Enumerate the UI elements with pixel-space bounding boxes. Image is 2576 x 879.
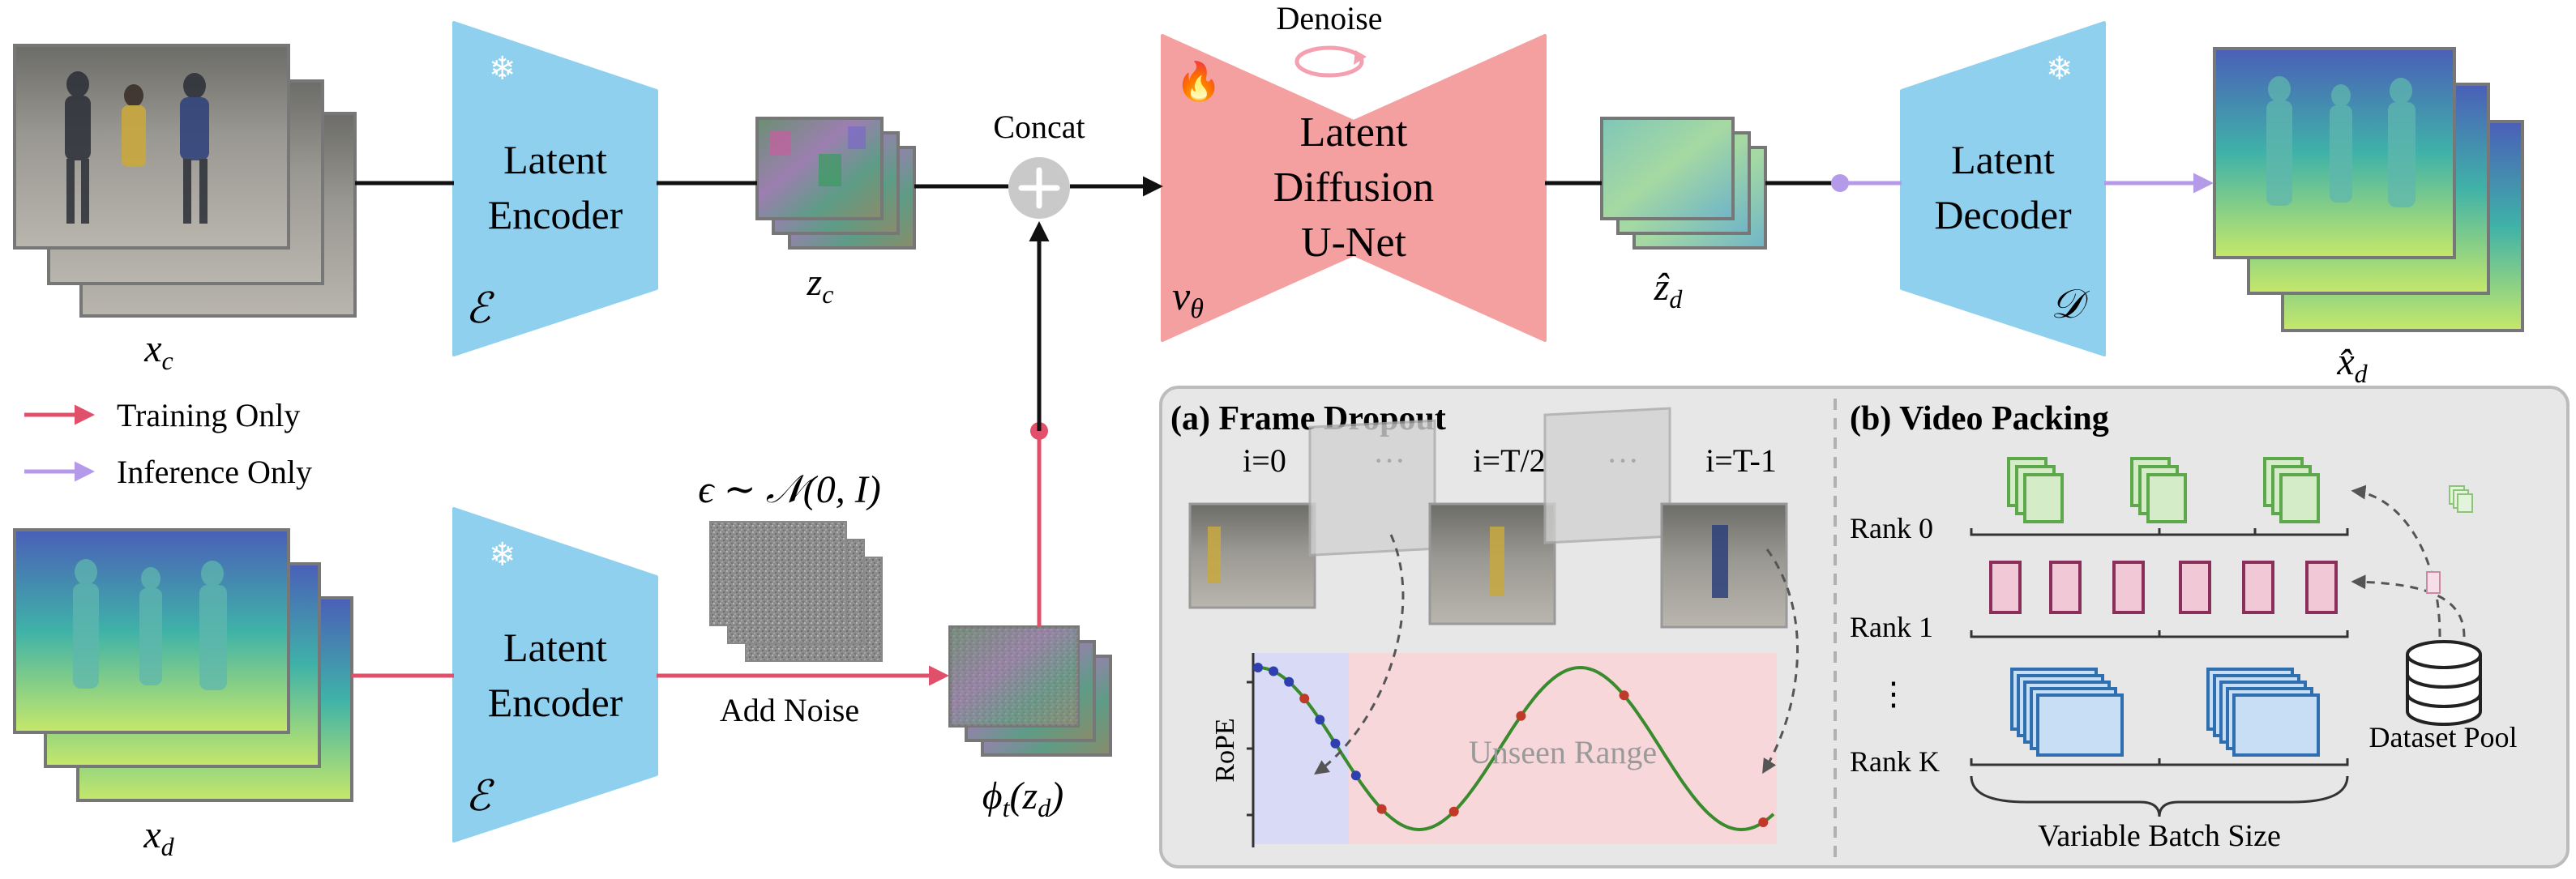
snowflake-icon: ❄	[489, 536, 516, 573]
rope-sample-dot	[1448, 806, 1459, 817]
decoder-line1: Latent	[1951, 137, 2055, 182]
legend-training: Training Only	[117, 397, 300, 433]
dropout-arrow-right	[1762, 548, 1799, 774]
denoise-loop-icon	[1294, 45, 1367, 78]
seen-range-region	[1253, 653, 1349, 844]
latent-zc-stack	[755, 117, 916, 250]
output-depth-stack	[2213, 47, 2524, 332]
depth-video-stack	[13, 528, 353, 802]
unet-line1: Latent	[1300, 109, 1408, 156]
phi-label: ϕt(zd)	[982, 774, 1063, 822]
encoder-bottom-line1: Latent	[503, 625, 607, 670]
rank-labels: Rank 0 Rank 1 ⋮ Rank K	[1850, 512, 1940, 778]
batch-brace	[1970, 775, 2349, 817]
rope-sample-dot	[1299, 693, 1310, 704]
rank-0-batches	[1970, 457, 2349, 536]
rope-sample-dot	[1315, 715, 1325, 725]
input-video-stack	[13, 44, 357, 318]
latent-encoder-bottom: ❄ Latent Encoder ℰ	[452, 507, 658, 843]
database-icon	[2406, 640, 2482, 726]
rank-label-0: Rank 0	[1850, 512, 1933, 544]
rope-sample-dot	[1350, 770, 1361, 781]
rank-label-1: Rank 1	[1850, 611, 1933, 643]
concat-node	[1008, 157, 1070, 219]
rank-label-ellipsis: ⋮	[1877, 676, 1910, 712]
mini-purple-icon	[2426, 571, 2441, 594]
frame-label-2: i=T/2	[1473, 442, 1545, 479]
frame-label-4: i=T-1	[1705, 442, 1777, 479]
add-noise-label: Add Noise	[720, 692, 859, 728]
rank-k-batches	[1970, 668, 2349, 766]
rope-sample-dot	[1758, 817, 1769, 827]
rope-sample-dot	[1269, 666, 1279, 676]
rope-sample-dot	[1284, 676, 1294, 687]
frame-3	[1543, 407, 1671, 544]
encoder-bottom-symbol: ℰ	[465, 774, 494, 820]
denoise-label: Denoise	[1276, 0, 1382, 36]
x-c-label: xc	[143, 327, 173, 375]
z-c-label: zc	[807, 261, 834, 309]
dropout-arrow-left	[1314, 534, 1405, 775]
legend-inference: Inference Only	[117, 454, 312, 490]
rope-plot: RoPE Unseen Range	[1210, 534, 1799, 847]
unet-line2: Diffusion	[1273, 164, 1434, 211]
legend: Training Only Inference Only	[24, 397, 312, 490]
concat-label: Concat	[993, 109, 1085, 145]
dropout-frames	[1188, 407, 1788, 629]
rope-sample-dot	[1253, 663, 1263, 672]
z-hat-d-label: ẑd	[1654, 266, 1684, 314]
rope-sample-dot	[1619, 690, 1629, 701]
rope-sample-dot	[1330, 738, 1341, 749]
pool-arrow-rank1	[2351, 574, 2466, 638]
dataset-pool-label: Dataset Pool	[2369, 721, 2518, 753]
x-hat-d-label: x̂d	[2336, 340, 2368, 388]
frame-1	[1308, 419, 1436, 557]
unet-line3: U-Net	[1301, 220, 1407, 266]
snowflake-icon: ❄	[2046, 50, 2073, 87]
mini-green-icon	[2449, 485, 2473, 513]
panel-b-title: (b) Video Packing	[1850, 400, 2109, 437]
encoder-top-symbol: ℰ	[465, 286, 494, 332]
fire-icon: 🔥	[1175, 60, 1222, 103]
rank-label-k: Rank K	[1850, 745, 1940, 778]
latent-decoder: ❄ Latent Decoder 𝒟	[1900, 21, 2106, 356]
rank-1-batches	[1970, 561, 2349, 638]
rope-curve	[1257, 665, 1775, 832]
snowflake-icon: ❄	[489, 50, 516, 87]
rope-sample-points	[1253, 663, 1769, 827]
x-d-label: xd	[143, 813, 174, 861]
frame-label-0: i=0	[1243, 442, 1286, 479]
latent-diffusion-unet: 🔥 Latent Diffusion U-Net vθ	[1161, 34, 1547, 342]
decoder-line2: Decoder	[1934, 192, 2072, 237]
rope-sample-dot	[1516, 710, 1526, 721]
latent-zhat-stack	[1600, 117, 1767, 250]
noisy-latent-stack	[948, 625, 1112, 757]
encoder-top-line2: Encoder	[488, 192, 623, 237]
rope-sample-dot	[1376, 804, 1387, 814]
unseen-range-label: Unseen Range	[1469, 734, 1657, 770]
latent-encoder-top: ❄ Latent Encoder ℰ	[452, 21, 658, 356]
pool-arrow-rank0	[2351, 484, 2441, 638]
noise-stack	[709, 521, 883, 662]
encoder-bottom-line2: Encoder	[488, 680, 623, 725]
noise-equation: ϵ ∼ 𝒩(0, I)	[698, 468, 881, 511]
batch-size-label: Variable Batch Size	[2038, 819, 2281, 853]
encoder-top-line1: Latent	[503, 137, 607, 182]
rope-axis-label: RoPE	[1210, 718, 1240, 782]
